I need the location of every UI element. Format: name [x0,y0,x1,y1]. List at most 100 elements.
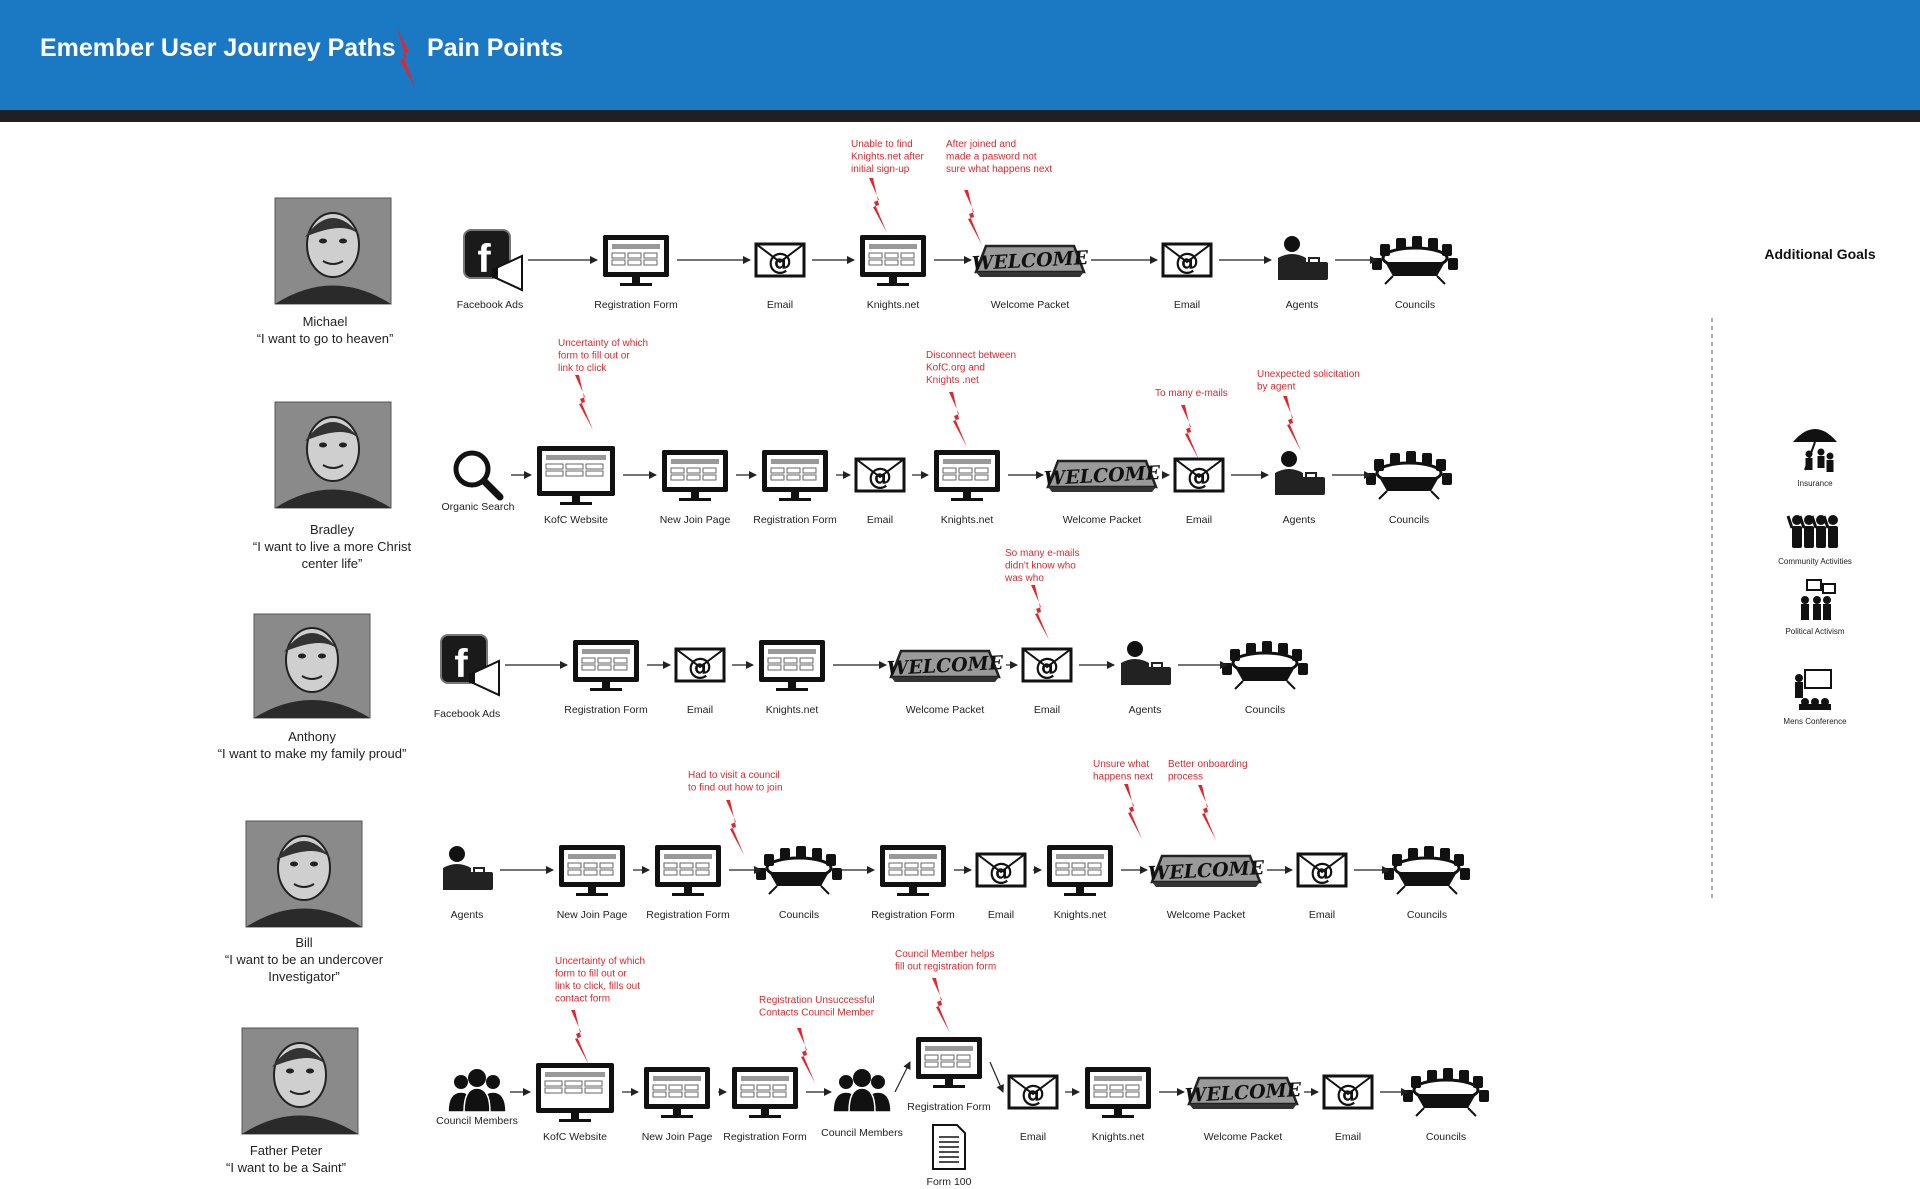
lightning-bolt-icon [1283,396,1301,451]
persona-quote: “I want to go to heaven” [257,331,394,346]
goal-label: Political Activism [1785,627,1844,636]
monitor-icon [536,1063,614,1122]
step-councils: Councils [1366,451,1452,526]
agent-icon [1121,641,1171,685]
monitor-icon [559,845,625,896]
step-label: Councils [779,909,819,921]
step-label: Email [1034,704,1060,716]
header-divider [0,110,1920,122]
email-icon: @ [1021,647,1073,683]
facebook-ads-icon: f [440,634,500,697]
pain-point-text: KofC.org and [926,363,985,374]
step-email: @Email [1322,1074,1374,1143]
pain-point-text: Knights.net after [851,152,924,163]
step-label: Registration Form [907,1101,991,1113]
goal-political-activism: Political Activism [1785,579,1845,636]
monitor-icon [1085,1067,1151,1118]
pain-point-text: Council Member helps [895,949,995,960]
svg-text:@: @ [1187,463,1211,491]
document-icon [932,1124,966,1170]
monitor-icon [732,1067,798,1118]
protest-icon [1801,579,1836,620]
step-label: Agents [451,909,484,921]
step-label: Knights.net [766,704,819,716]
persona-quote: center life” [302,556,363,571]
email-icon: @ [754,242,806,278]
step-registration-form: Registration Form [871,845,955,921]
goal-label: Community Activities [1778,557,1852,566]
pain-point-text: link to click [558,363,607,374]
pain-point-text: contact form [555,994,610,1005]
svg-text:@: @ [688,653,712,681]
monitor-icon [655,845,721,896]
step-label: Email [867,514,893,526]
goal-label: Mens Conference [1783,717,1847,726]
pain-point-text: sure what happens next [946,164,1052,175]
step-knights-net: Knights.net [1085,1067,1151,1143]
pain-point-text: form to fill out or [558,351,630,362]
step-label: Email [1309,909,1335,921]
step-label: Welcome Packet [1063,514,1142,526]
step-email: @Email [1296,852,1348,921]
monitor-icon [537,446,615,505]
step-label: Email [687,704,713,716]
persona-quote: “I want to make my family proud” [218,746,407,761]
page-subtitle: Pain Points [427,34,564,62]
pain-point-text: To many e-mails [1155,388,1228,399]
pain-point-text: happens next [1093,772,1153,783]
step-label: Organic Search [442,501,515,513]
pain-point-text: fill out registration form [895,962,996,973]
step-new-join-page: New Join Page [660,450,730,526]
persona-5: Father Peter“I want to be a Saint”Counci… [226,949,1489,1188]
persona-photo [253,613,371,719]
svg-text:f: f [454,642,468,686]
step-label: Email [988,909,1014,921]
council-members-icon [447,1069,507,1113]
step-label: Registration Form [594,299,678,311]
email-icon: @ [1173,457,1225,493]
persona-1: Michael“I want to go to heaven”fFacebook… [257,139,1458,346]
lightning-bolt-icon [575,375,593,430]
pain-point: Council Member helps fill out registratio… [895,949,996,1033]
step-email: @ Email [1021,647,1073,716]
persona-quote: “I want to live a more Christ [253,539,412,554]
persona-name: Father Peter [250,1143,323,1158]
lightning-bolt-icon [932,978,950,1033]
persona-photo [274,401,392,509]
step-label: Welcome Packet [991,299,1070,311]
step-knights-net: Knights.net [934,450,1000,526]
step-label: Councils [1407,909,1447,921]
lightning-bolt-icon [949,392,967,447]
pain-point: To many e-mails [1155,388,1228,460]
pain-point-text: Knights .net [926,375,979,386]
persona-3: Anthony “I want to make my family proud” f… [218,548,1308,761]
step-label: Councils [1395,299,1435,311]
step-label: Council Members [436,1115,518,1127]
pain-point-text: was who [1004,573,1044,584]
persona-name: Michael [303,314,348,329]
conference-icon [1795,669,1832,710]
pain-point-text: form to fill out or [555,969,627,980]
step-label: Welcome Packet [906,704,985,716]
header-bar [0,0,1920,110]
step-label: Registration Form [753,514,837,526]
step-councils: Councils [1403,1068,1489,1143]
pain-point-text: link to click, fills out [555,981,640,992]
pain-point-text: process [1168,772,1203,783]
pain-point-text: Had to visit a council [688,770,780,781]
persona-name: Anthony [288,729,336,744]
step-councils: Councils [1384,846,1470,921]
lightning-bolt-icon [571,1010,589,1065]
step-label: Councils [1426,1131,1466,1143]
goal-label: Insurance [1797,479,1833,488]
step-label: Knights.net [1092,1131,1145,1143]
email-icon: @ [674,647,726,683]
svg-text:@: @ [868,463,892,491]
step-agents: Agents [1121,641,1171,716]
